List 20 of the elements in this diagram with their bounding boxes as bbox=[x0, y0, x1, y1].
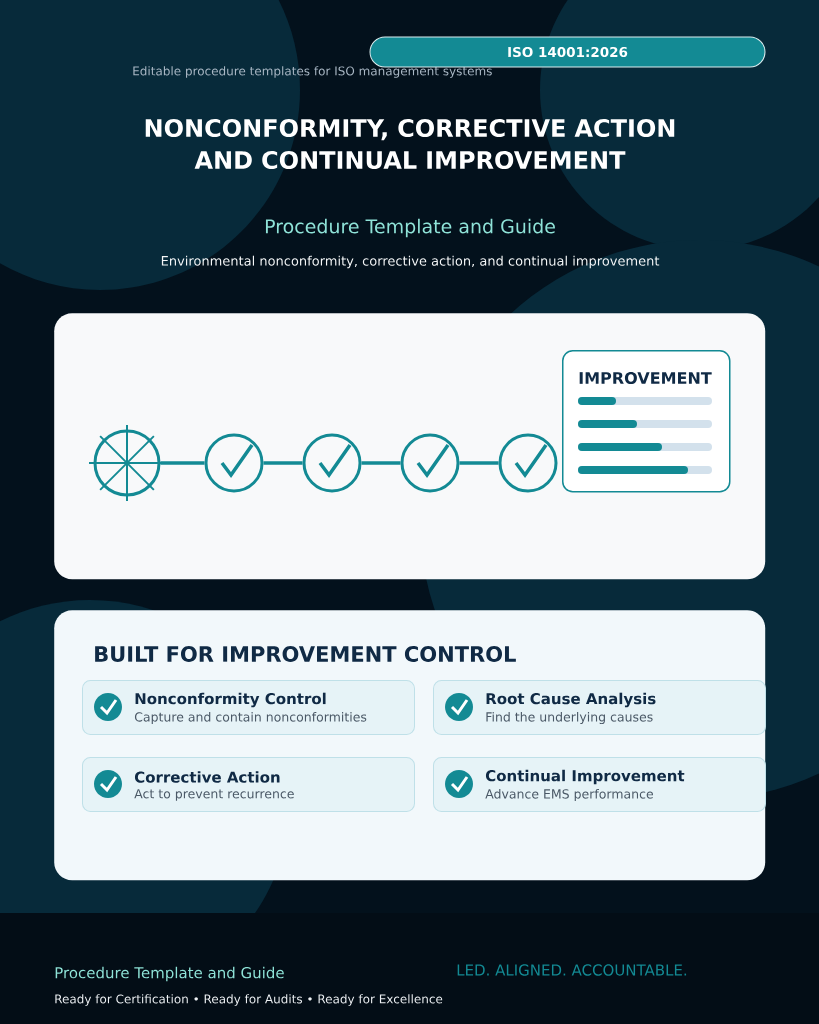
checkpoint-circle bbox=[400, 433, 460, 493]
checkpoint-circle bbox=[204, 433, 264, 493]
checkpoint-circle bbox=[498, 433, 558, 493]
feature-card: Root Cause Analysis Find the underlying causes bbox=[433, 680, 766, 735]
timeline-line bbox=[361, 461, 401, 465]
subtitle: Procedure Template and Guide bbox=[265, 218, 555, 238]
feature-card: Continual Improvement Advance EMS performance bbox=[433, 757, 766, 812]
footer-subtitle: Procedure Template and Guide bbox=[55, 966, 284, 982]
tagline: Editable procedure templates for ISO management systems bbox=[133, 66, 492, 78]
timeline-line bbox=[263, 461, 303, 465]
footer-note: Ready for Certification • Ready for Audits • Ready for Excellence bbox=[55, 994, 443, 1006]
description: Environmental nonconformity, corrective action, and continual improvement bbox=[161, 255, 660, 269]
slogan: LED. ALIGNED. ACCOUNTABLE. bbox=[457, 964, 687, 976]
standard-badge: ISO 14001:2026 bbox=[369, 36, 766, 68]
timeline-line bbox=[160, 461, 205, 465]
checkpoint-circle bbox=[302, 433, 362, 493]
feature-card: Nonconformity Control Capture and contain nonconformities bbox=[82, 680, 415, 735]
feature-card: Corrective Action Act to prevent recurrence bbox=[82, 757, 415, 812]
timeline-line bbox=[459, 461, 499, 465]
title: NONCONFORMITY, CORRECTIVE ACTION AND CONTINUAL IMPROVEMENT bbox=[145, 118, 675, 170]
